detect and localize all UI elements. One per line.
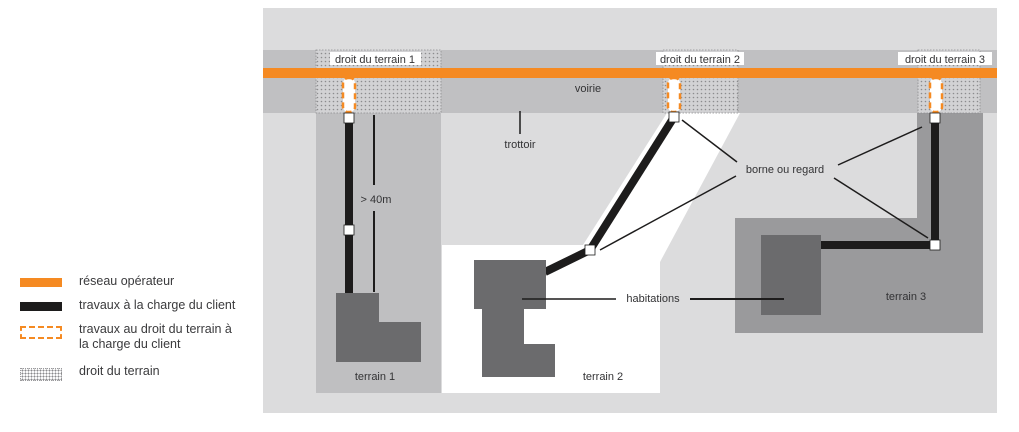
legend-label: travaux au droit du terrain à la charge … <box>79 322 232 352</box>
manhole-terrain-1-b <box>343 224 355 236</box>
client-line-terrain-2-a <box>586 114 678 253</box>
distance-label: > 40m <box>361 194 392 206</box>
house-terrain-2 <box>474 260 555 377</box>
legend-item-client-works: travaux à la charge du client <box>18 298 258 322</box>
legend-label: travaux à la charge du client <box>79 298 236 312</box>
sidewalk-label: trottoir <box>504 139 536 151</box>
manhole-terrain-2-b <box>584 244 596 256</box>
orange-solid-swatch-icon <box>20 278 62 287</box>
droit-terrain-1-label: droit du terrain 1 <box>335 54 415 66</box>
legend-item-operator-network: réseau opérateur <box>18 274 258 298</box>
droit-terrain-1-label-bg <box>330 52 421 65</box>
house-terrain-1 <box>336 293 421 362</box>
manhole-pointer-1 <box>681 119 738 163</box>
manhole-terrain-1-a <box>343 112 355 124</box>
legend: réseau opérateur travaux à la charge du … <box>18 274 258 388</box>
terrain-3-label: terrain 3 <box>886 291 926 303</box>
droit-terrain-2-label: droit du terrain 2 <box>660 54 740 66</box>
manhole-terrain-2-a <box>668 111 680 123</box>
legend-label-line-2: la charge du client <box>79 337 181 351</box>
droit-terrain-2-label-bg <box>656 52 744 65</box>
house-terrain-3 <box>761 235 821 315</box>
terrain-2-label: terrain 2 <box>583 371 623 383</box>
droit-terrain-3-label: droit du terrain 3 <box>905 54 985 66</box>
legend-label: réseau opérateur <box>79 274 175 288</box>
branch-dashed-1 <box>341 76 357 114</box>
client-line-terrain-1 <box>345 118 353 294</box>
manhole-pointer-4 <box>833 177 929 239</box>
houses-label: habitations <box>626 293 680 305</box>
dotted-grey-swatch-icon <box>20 368 62 381</box>
manhole-pointer-3 <box>837 126 923 166</box>
branch-dashed-2 <box>666 76 682 114</box>
black-solid-swatch-icon <box>20 302 62 311</box>
road-label: voirie <box>575 83 601 95</box>
terrain-1-label: terrain 1 <box>355 371 395 383</box>
client-line-terrain-3-b <box>820 241 936 249</box>
client-line-terrain-2-b <box>543 246 592 276</box>
legend-label: droit du terrain <box>79 364 160 378</box>
operator-network-line <box>263 68 997 78</box>
manhole-terrain-3-b <box>929 239 941 251</box>
droit-terrain-3-label-bg <box>898 52 992 65</box>
legend-item-frontage-works: travaux au droit du terrain à la charge … <box>18 322 258 364</box>
branch-dashed-3 <box>928 76 944 114</box>
manhole-label: borne ou regard <box>746 164 824 176</box>
client-line-terrain-3-a <box>931 118 939 246</box>
manhole-pointer-2 <box>599 175 737 251</box>
orange-dashed-swatch-icon <box>20 326 62 339</box>
legend-label-line-1: travaux au droit du terrain à <box>79 322 232 336</box>
manhole-terrain-3-a <box>929 112 941 124</box>
legend-item-frontage: droit du terrain <box>18 364 258 388</box>
